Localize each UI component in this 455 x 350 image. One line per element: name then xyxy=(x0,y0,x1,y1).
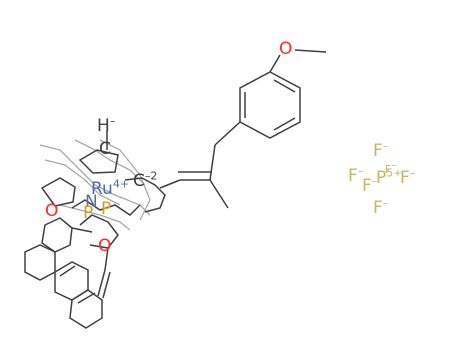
pf6-fluorine-bottom: F– xyxy=(373,196,389,218)
left-oxygen-label: O xyxy=(45,201,59,221)
dark-bonds xyxy=(24,49,327,329)
ruthenium-label: Ru4+ xyxy=(91,177,130,199)
pf6-fluorine-right: F– xyxy=(400,166,416,188)
methoxy-oxygen-label: O xyxy=(279,39,293,59)
hydride-label: H– xyxy=(97,114,116,136)
phosphorus-2-label: P xyxy=(101,199,112,219)
pf6-fluorine-right-top: F– xyxy=(385,158,397,176)
pf6-phosphorus: P5+ xyxy=(376,166,403,188)
carbanion-label: C–2 xyxy=(133,169,158,191)
phosphorus-1-label: P xyxy=(83,203,94,223)
nitrogen-label: N xyxy=(85,192,98,212)
pf6-fluorine-top: F– xyxy=(373,139,389,161)
pf6-fluorine-left: F– xyxy=(348,164,364,186)
bottom-oxygen-label: O xyxy=(98,236,112,256)
pf6-fluorine-left2: F– xyxy=(362,174,378,196)
carbonyl-carbon-label: C xyxy=(99,139,111,159)
